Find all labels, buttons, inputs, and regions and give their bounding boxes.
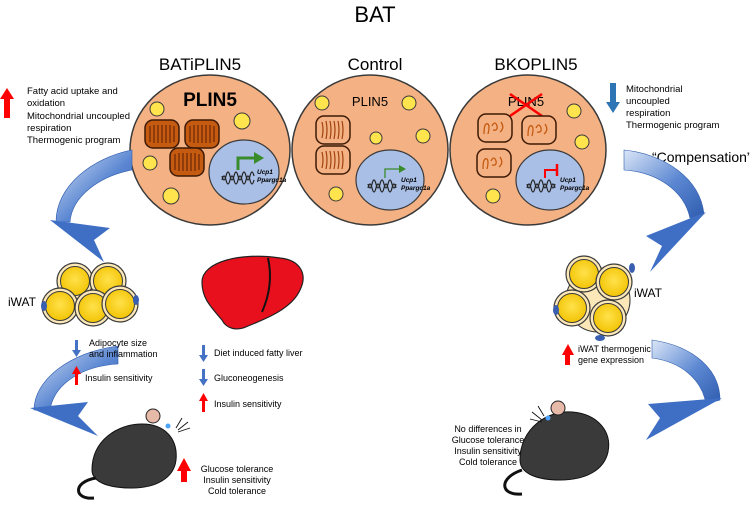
lipid-droplet-icon (328, 186, 344, 202)
lipid-droplet-icon (314, 95, 330, 111)
lipid-droplet-icon (401, 95, 417, 111)
effect-line: Fatty acid uptake and (27, 86, 118, 97)
effect-line: iWAT thermogenic (578, 344, 651, 354)
mitochondrion-icon (315, 145, 351, 175)
iwat-left-label: iWAT (8, 295, 37, 309)
iwat-left-effects: Adipocyte size and inflammation Insulin … (72, 338, 158, 385)
up-arrow-icon (177, 458, 191, 482)
effect-line: and inflammation (89, 349, 158, 359)
column-label-bati: BATiPLIN5 (159, 55, 241, 74)
up-arrow-icon (0, 88, 14, 118)
lipid-droplet-icon (162, 187, 180, 205)
liver-icon (201, 255, 304, 330)
effect-line: Mitochondrial (626, 84, 683, 95)
effect-line: Diet induced fatty liver (214, 348, 303, 358)
effect-line: Thermogenic program (626, 120, 720, 131)
lipid-droplet-icon (369, 131, 383, 145)
lipid-droplet-icon (574, 134, 590, 150)
bati-protein-label: PLIN5 (183, 90, 237, 111)
down-arrow-icon (606, 83, 620, 113)
bko-gene-2: Ppargc1a (560, 185, 590, 192)
knockout-cross-icon (509, 92, 543, 118)
effect-line: Adipocyte size (89, 338, 147, 348)
effect-line: Gluconeogenesis (214, 373, 284, 383)
control-gene-1: Ucp1 (401, 177, 417, 184)
lipid-droplet-icon (415, 128, 431, 144)
lipid-droplet-icon (142, 155, 158, 171)
column-label-bko: BKOPLIN5 (494, 55, 577, 74)
bko-cell: PLIN5 Ucp1 Ppargc1a (449, 74, 607, 226)
up-arrow-icon (72, 366, 81, 385)
effect-line: Glucose tolerance (452, 435, 525, 445)
iwat-left-adipocytes (41, 262, 139, 327)
effect-line: Insulin sensitivity (214, 399, 282, 409)
mitochondrion-icon (184, 119, 220, 149)
activation-arrow-icon (236, 156, 255, 170)
liver-effects: Diet induced fatty liver Gluconeogenesis… (199, 345, 303, 412)
effect-line: Insulin sensitivity (85, 373, 153, 383)
dna-icon (221, 175, 255, 185)
dna-icon (526, 183, 556, 193)
lipid-droplet-icon (149, 101, 165, 117)
effect-line: Glucose tolerance (201, 464, 274, 474)
curved-arrow-right-2 (646, 339, 722, 440)
mitochondrion-icon (315, 115, 351, 145)
left-top-effects: Fatty acid uptake and oxidation Mitochon… (0, 86, 130, 146)
compensation-label: “Compensation” (652, 149, 750, 165)
effect-line: Cold tolerance (459, 457, 517, 467)
effect-line: Insulin sensitivity (454, 446, 522, 456)
mouse-right-icon (503, 400, 610, 496)
mitochondrion-icon (169, 147, 205, 177)
page-title: BAT (354, 2, 395, 27)
mitochondrion-icon (521, 115, 557, 145)
mouse-left-icon (77, 408, 191, 500)
curved-arrow-left-2 (30, 345, 119, 436)
inhibition-arrow-icon (544, 169, 556, 178)
effect-line: Cold tolerance (208, 486, 266, 496)
curved-arrow-left-1 (50, 149, 133, 262)
down-arrow-icon (72, 340, 81, 357)
bati-gene-1: Ucp1 (257, 169, 273, 176)
effect-line: respiration (626, 108, 670, 119)
effect-line: uncoupled (626, 96, 670, 107)
up-arrow-icon (562, 344, 574, 365)
effect-line: Thermogenic program (27, 135, 121, 146)
iwat-right-adipocytes (553, 255, 635, 341)
iwat-right-effects: iWAT thermogenic gene expression (562, 344, 651, 365)
effect-line: gene expression (578, 355, 644, 365)
lipid-droplet-icon (485, 188, 501, 204)
control-cell: PLIN5 Ucp1 Ppargc1a (291, 74, 449, 226)
mouse-left-effects: Glucose tolerance Insulin sensitivity Co… (177, 458, 273, 496)
effect-line: respiration (27, 123, 71, 134)
curved-arrow-right-1 (623, 149, 706, 272)
up-arrow-icon (199, 393, 208, 412)
dna-icon (367, 183, 397, 193)
down-arrow-icon (199, 369, 208, 386)
bati-gene-2: Ppargc1a (257, 177, 287, 184)
bati-cell: PLIN5 Ucp1 Ppargc1a (129, 74, 291, 226)
bko-gene-1: Ucp1 (560, 177, 576, 184)
control-gene-2: Ppargc1a (401, 185, 431, 192)
mitochondrion-icon (144, 119, 180, 149)
effect-line: Insulin sensitivity (203, 475, 271, 485)
activation-arrow-icon (384, 168, 400, 178)
effect-line: Mitochondrial uncoupled (27, 111, 130, 122)
lipid-droplet-icon (233, 112, 251, 130)
control-protein-label: PLIN5 (352, 94, 388, 109)
lipid-droplet-icon (566, 103, 582, 119)
mitochondrion-icon (476, 148, 512, 178)
mouse-right-effects: No differences in Glucose tolerance Insu… (452, 424, 525, 467)
mitochondrion-icon (477, 113, 513, 143)
right-top-effects: Mitochondrial uncoupled respiration Ther… (606, 83, 720, 131)
effect-line: No differences in (454, 424, 521, 434)
iwat-right-label: iWAT (634, 286, 663, 300)
column-label-control: Control (348, 55, 403, 74)
effect-line: oxidation (27, 98, 65, 109)
down-arrow-icon (199, 345, 208, 362)
